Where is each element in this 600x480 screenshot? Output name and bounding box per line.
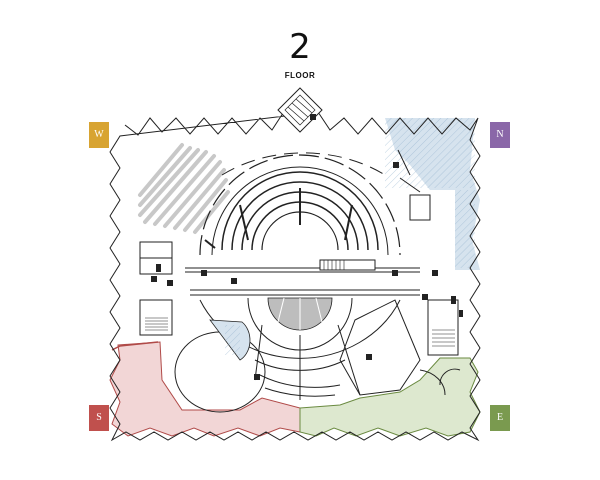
east-rooms [397, 149, 459, 356]
east-zone [299, 357, 481, 437]
stage-divisions [277, 297, 323, 330]
small-blue-room-hatch [225, 325, 240, 355]
accessible-icon [393, 162, 399, 168]
elevator-icon [459, 310, 463, 317]
floor-label: FLOOR [284, 71, 316, 80]
corridor-ticks [323, 260, 345, 270]
map-icons [151, 114, 463, 380]
east-curved-wall [419, 369, 446, 396]
restroom-icon [422, 294, 428, 300]
south-zone-border [111, 341, 159, 351]
lower-fan-sections [254, 324, 361, 400]
south-compass-badge: S [89, 405, 109, 431]
restroom-icon [254, 374, 260, 380]
east-compass-badge: E [490, 405, 510, 431]
elevator-icon [156, 264, 161, 272]
large-circle-room [174, 331, 266, 413]
restroom-icon [201, 270, 207, 276]
restroom-icon [310, 114, 316, 120]
elevator-icon [451, 296, 456, 304]
building-outline [109, 109, 481, 442]
restroom-icon [392, 270, 398, 276]
north-zone-hatch [385, 118, 475, 188]
north-east-hatch [455, 190, 475, 268]
east-hall [339, 299, 421, 396]
auditorium-arcs [199, 154, 401, 256]
elevator-icon [366, 354, 372, 360]
restroom-icon [151, 276, 157, 282]
west-compass-badge: W [89, 122, 109, 148]
accessible-icon [167, 280, 173, 286]
central-corridor [185, 259, 420, 296]
stair-tower-inner [284, 94, 316, 126]
auditorium-aisles [204, 188, 353, 249]
restroom-icon [231, 278, 237, 284]
north-compass-badge: N [490, 122, 510, 148]
floor-number: 2 [289, 27, 311, 67]
east-curved-wall-2 [439, 368, 461, 386]
south-zone [109, 341, 301, 437]
diagonal-stripes [138, 143, 230, 234]
west-rooms [139, 241, 173, 336]
west-stairs [145, 317, 168, 331]
accessible-icon [432, 270, 438, 276]
east-stairs [432, 329, 455, 347]
